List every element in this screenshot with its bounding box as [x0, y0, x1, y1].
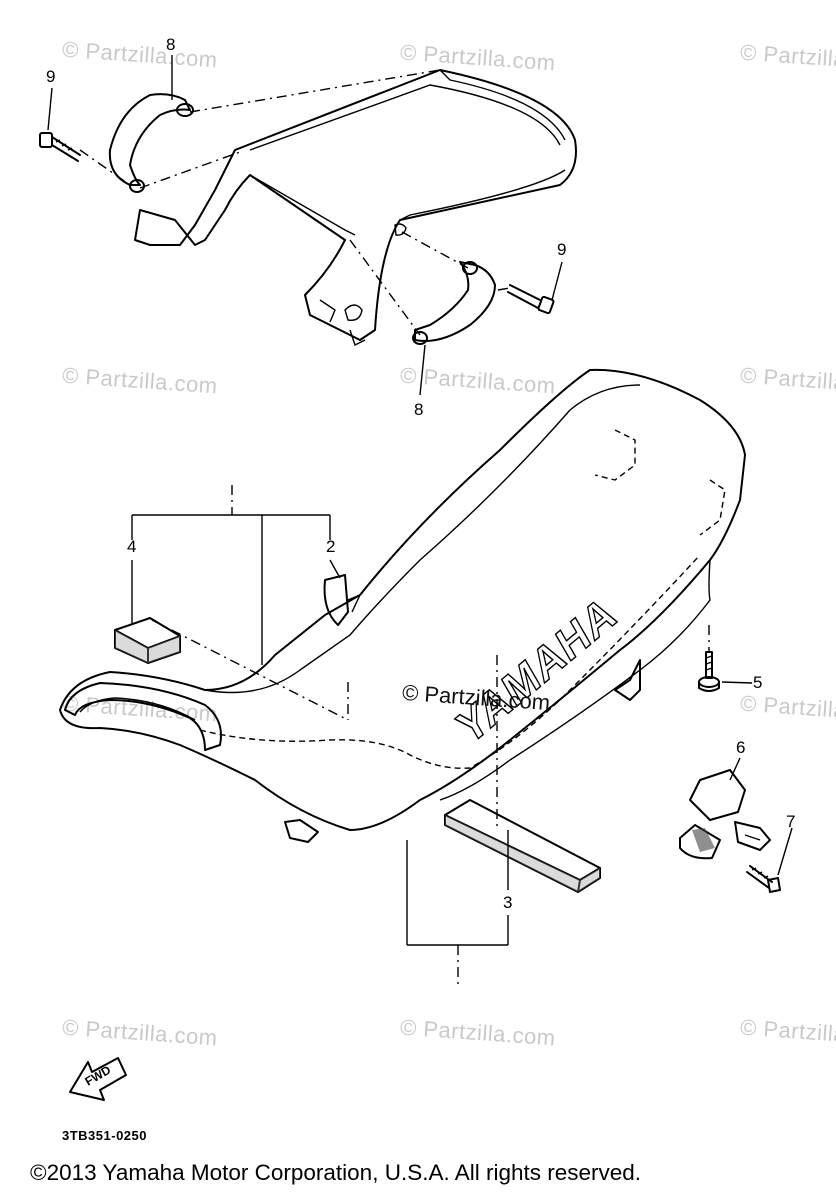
callout-2: 2	[326, 537, 336, 556]
part-code: 3TB351-0250	[62, 1128, 147, 1143]
grab-handle-left	[108, 93, 194, 193]
callout-9-right: 9	[557, 240, 567, 259]
callout-3: 3	[503, 893, 513, 912]
tail-cover	[134, 69, 577, 346]
bolt-9-right	[507, 284, 555, 315]
callout-6: 6	[736, 738, 746, 757]
copyright-text: ©2013 Yamaha Motor Corporation, U.S.A. A…	[30, 1160, 642, 1185]
callout-7: 7	[786, 812, 796, 831]
foam-pad-4	[114, 617, 181, 664]
callout-4: 4	[127, 537, 137, 556]
seat-lock-6	[679, 769, 771, 860]
bolt-9-left	[39, 132, 81, 162]
bolt-5	[698, 651, 720, 692]
callout-9-left: 9	[46, 67, 56, 86]
fwd-arrow-icon: FWD	[69, 1057, 127, 1101]
seat-assembly	[59, 368, 746, 843]
screw-7	[746, 865, 781, 893]
foam-strip-3	[444, 799, 601, 893]
callout-5: 5	[753, 673, 763, 692]
grab-handle-right	[412, 261, 496, 345]
callout-8-top: 8	[166, 35, 176, 54]
seat-brand-text: YAMAHA	[450, 587, 624, 755]
callout-8-bottom: 8	[414, 400, 424, 419]
